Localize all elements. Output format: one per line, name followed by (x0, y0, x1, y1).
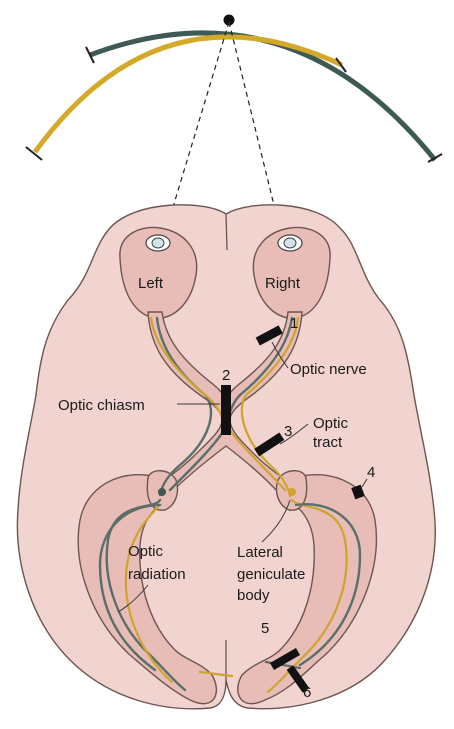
brain-outline (16, 204, 436, 710)
lgb-leader (261, 499, 291, 543)
fixation-point (223, 14, 235, 26)
lesion-number-6: 6 (303, 684, 311, 701)
right-orbit (252, 226, 331, 319)
left-field-end-tick (25, 146, 43, 161)
lesion-2-bar (221, 385, 231, 435)
left-radiation-gray (98, 503, 162, 672)
right-radiation-gray (294, 503, 362, 667)
lesion-number-1: 1 (290, 315, 298, 332)
optic-radiation-leader (117, 584, 149, 613)
lgb-label-line3: body (237, 587, 270, 604)
right-visual-field-arc (89, 30, 437, 162)
left-orbit (119, 226, 198, 319)
optic-tract-label-line2: tract (313, 434, 343, 451)
lesion-number-3: 3 (284, 423, 292, 440)
optic-nerve-label: Optic nerve (290, 361, 367, 378)
upper-right-tick (335, 57, 347, 73)
lesion-number-4: 4 (367, 464, 375, 481)
right-field-end-tick (427, 153, 443, 163)
lgb-label-line2: geniculate (237, 566, 305, 583)
visual-field (25, 14, 443, 163)
left-eye-label: Left (138, 275, 164, 292)
optic-nerve-leader (271, 341, 289, 369)
lesion-number-2: 2 (222, 367, 230, 384)
lgb-label-line1: Lateral (237, 544, 283, 561)
left-lgn-dot (158, 488, 166, 496)
right-eye-sightline (228, 21, 286, 251)
optic-tract-label-line1: Optic (313, 415, 349, 432)
optic-radiation-label-line1: Optic (128, 543, 164, 560)
optic-radiation-label-line2: radiation (128, 566, 186, 583)
lesion-number-5: 5 (261, 620, 269, 637)
lesion-6-bar (286, 665, 310, 693)
lesion-4-leader (361, 478, 368, 488)
lesion-4-bar (351, 484, 365, 500)
lesion-1-bar (255, 325, 283, 346)
upper-left-tick (85, 46, 95, 64)
left-visual-field-arc (32, 34, 344, 154)
lesion-5-bar (270, 648, 300, 670)
optic-tract-leader (279, 423, 309, 445)
right-eye-label: Right (265, 275, 301, 292)
left-eye-lens (151, 237, 165, 249)
optic-chiasm-label: Optic chiasm (58, 397, 145, 414)
lesion-3-bar (254, 432, 285, 457)
left-optic-radiation-body (77, 474, 217, 705)
right-eye-lens (283, 237, 297, 249)
longitudinal-fissure (225, 213, 228, 251)
right-lgn-dot (288, 488, 296, 496)
